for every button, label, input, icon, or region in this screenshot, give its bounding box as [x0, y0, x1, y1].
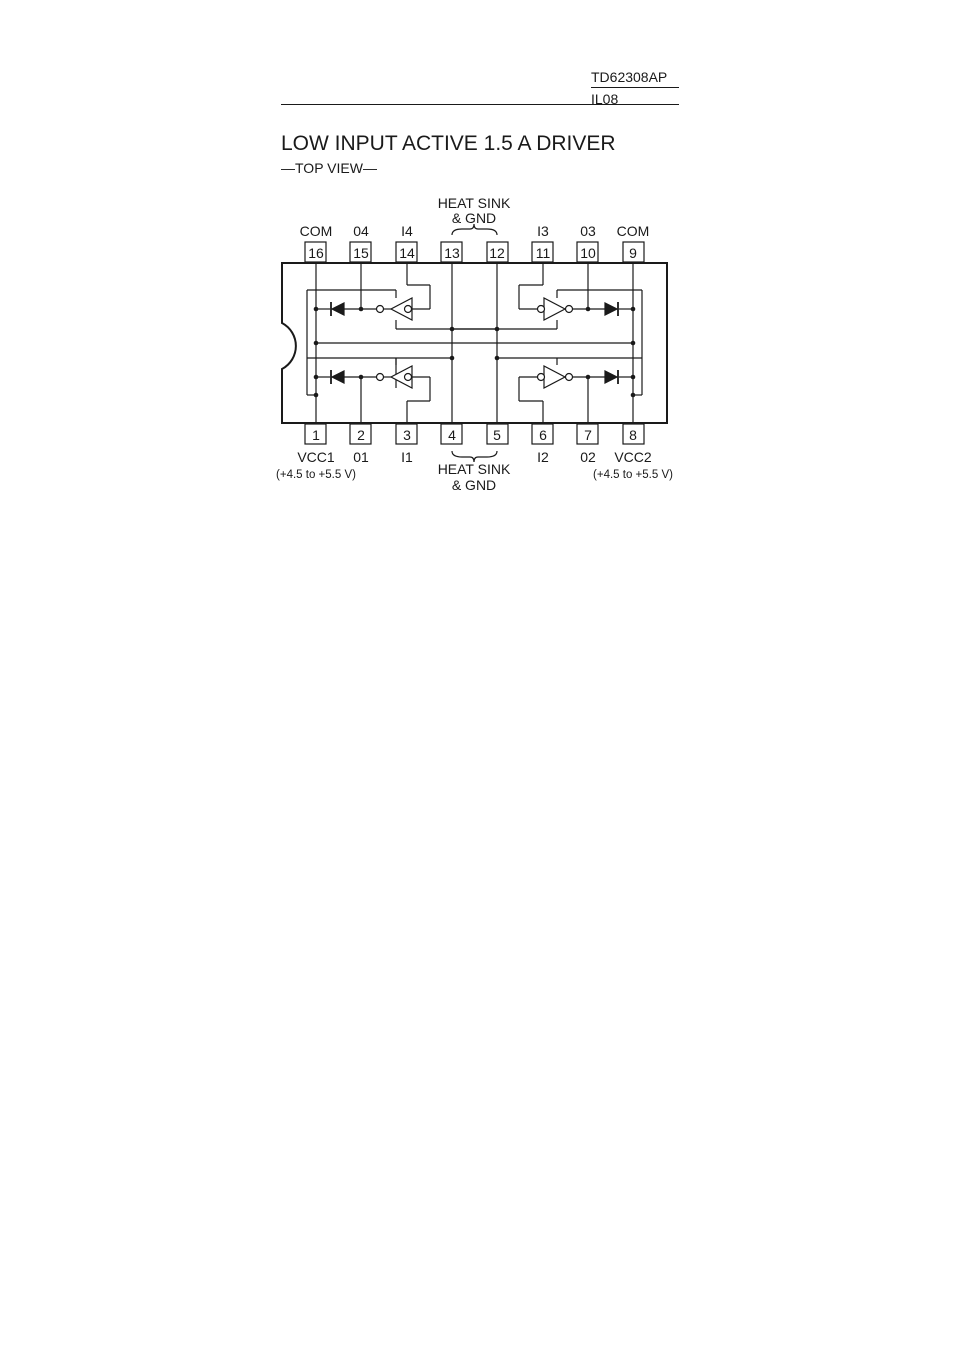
pin-box-8 — [622, 423, 645, 445]
bottom-pin-number-8: 8 — [629, 427, 637, 443]
doc-code: IL08 — [591, 91, 619, 107]
pin-box-4 — [440, 423, 463, 445]
bottom-pin-number-5: 5 — [493, 427, 501, 443]
package-outline — [281, 262, 668, 424]
top-pin-label-9: COM — [617, 223, 650, 239]
bottom-pin-label-8: VCC2 — [614, 449, 652, 465]
top-pin-number-14: 14 — [399, 245, 415, 261]
bottom-pin-number-1: 1 — [312, 427, 320, 443]
diode-ch3-icon — [604, 302, 619, 316]
top-pin-number-10: 10 — [580, 245, 596, 261]
pinout-diagram: HEAT SINK & GND HEAT SINK & GND COM 04 I… — [276, 195, 673, 493]
header-rule-long — [281, 104, 679, 105]
part-number: TD62308AP — [591, 69, 668, 85]
heat-sink-bottom-line1: HEAT SINK — [438, 461, 511, 477]
pin-box-14 — [395, 241, 418, 263]
pin-box-3 — [395, 423, 418, 445]
pin-box-1 — [304, 423, 327, 445]
bottom-pin-number-6: 6 — [539, 427, 547, 443]
junction-dots — [313, 306, 636, 398]
top-pin-number-9: 9 — [629, 245, 637, 261]
top-pin-label-14: I4 — [401, 223, 413, 239]
pin-box-6 — [531, 423, 554, 445]
inverter-ch1-icon — [375, 365, 413, 389]
page-title: LOW INPUT ACTIVE 1.5 A DRIVER — [281, 132, 616, 155]
top-pin-number-11: 11 — [536, 245, 551, 261]
bottom-pin-number-3: 3 — [403, 427, 411, 443]
pin-box-13 — [440, 241, 463, 263]
bottom-pin-number-7: 7 — [584, 427, 592, 443]
heat-sink-top-line2: & GND — [452, 210, 496, 226]
bottom-pin-label-3: I1 — [401, 449, 413, 465]
bottom-pin-label-1: VCC1 — [297, 449, 335, 465]
top-pin-number-12: 12 — [489, 245, 505, 261]
pin-box-5 — [486, 423, 509, 445]
vcc1-range: (+4.5 to +5.5 V) — [276, 469, 356, 481]
pin-box-10 — [576, 241, 599, 263]
diode-ch4-icon — [330, 302, 345, 316]
inverter-ch4-icon — [375, 297, 413, 321]
bottom-pin-number-2: 2 — [357, 427, 365, 443]
heat-sink-top-line1: HEAT SINK — [438, 195, 511, 211]
pin-box-15 — [349, 241, 372, 263]
top-pin-number-13: 13 — [444, 245, 460, 261]
bottom-pin-label-7: 02 — [580, 449, 596, 465]
bottom-pin-label-2: 01 — [353, 449, 369, 465]
top-pin-label-15: 04 — [353, 223, 369, 239]
page-subtitle: —TOP VIEW— — [281, 160, 377, 176]
diode-ch1-icon — [330, 370, 345, 384]
pin-box-16 — [304, 241, 327, 263]
pin-box-7 — [576, 423, 599, 445]
heat-sink-brace-top — [451, 223, 498, 236]
top-pin-number-15: 15 — [353, 245, 369, 261]
header-rule-short — [591, 87, 679, 88]
bottom-pin-label-6: I2 — [537, 449, 549, 465]
top-pin-label-11: I3 — [537, 223, 549, 239]
top-pin-label-16: COM — [300, 223, 333, 239]
inverter-ch3-icon — [536, 297, 574, 321]
top-pin-label-10: 03 — [580, 223, 596, 239]
heat-sink-bottom-line2: & GND — [452, 477, 496, 493]
pin-box-12 — [486, 241, 509, 263]
top-pin-number-16: 16 — [308, 245, 324, 261]
pin-box-11 — [531, 241, 554, 263]
pin-box-9 — [622, 241, 645, 263]
diode-ch2-icon — [604, 370, 619, 384]
heat-sink-brace-bottom — [451, 450, 498, 463]
pin-box-2 — [349, 423, 372, 445]
vcc2-range: (+4.5 to +5.5 V) — [593, 469, 673, 481]
bottom-pin-number-4: 4 — [448, 427, 456, 443]
internal-wiring — [306, 263, 643, 423]
inverter-ch2-icon — [536, 365, 574, 389]
